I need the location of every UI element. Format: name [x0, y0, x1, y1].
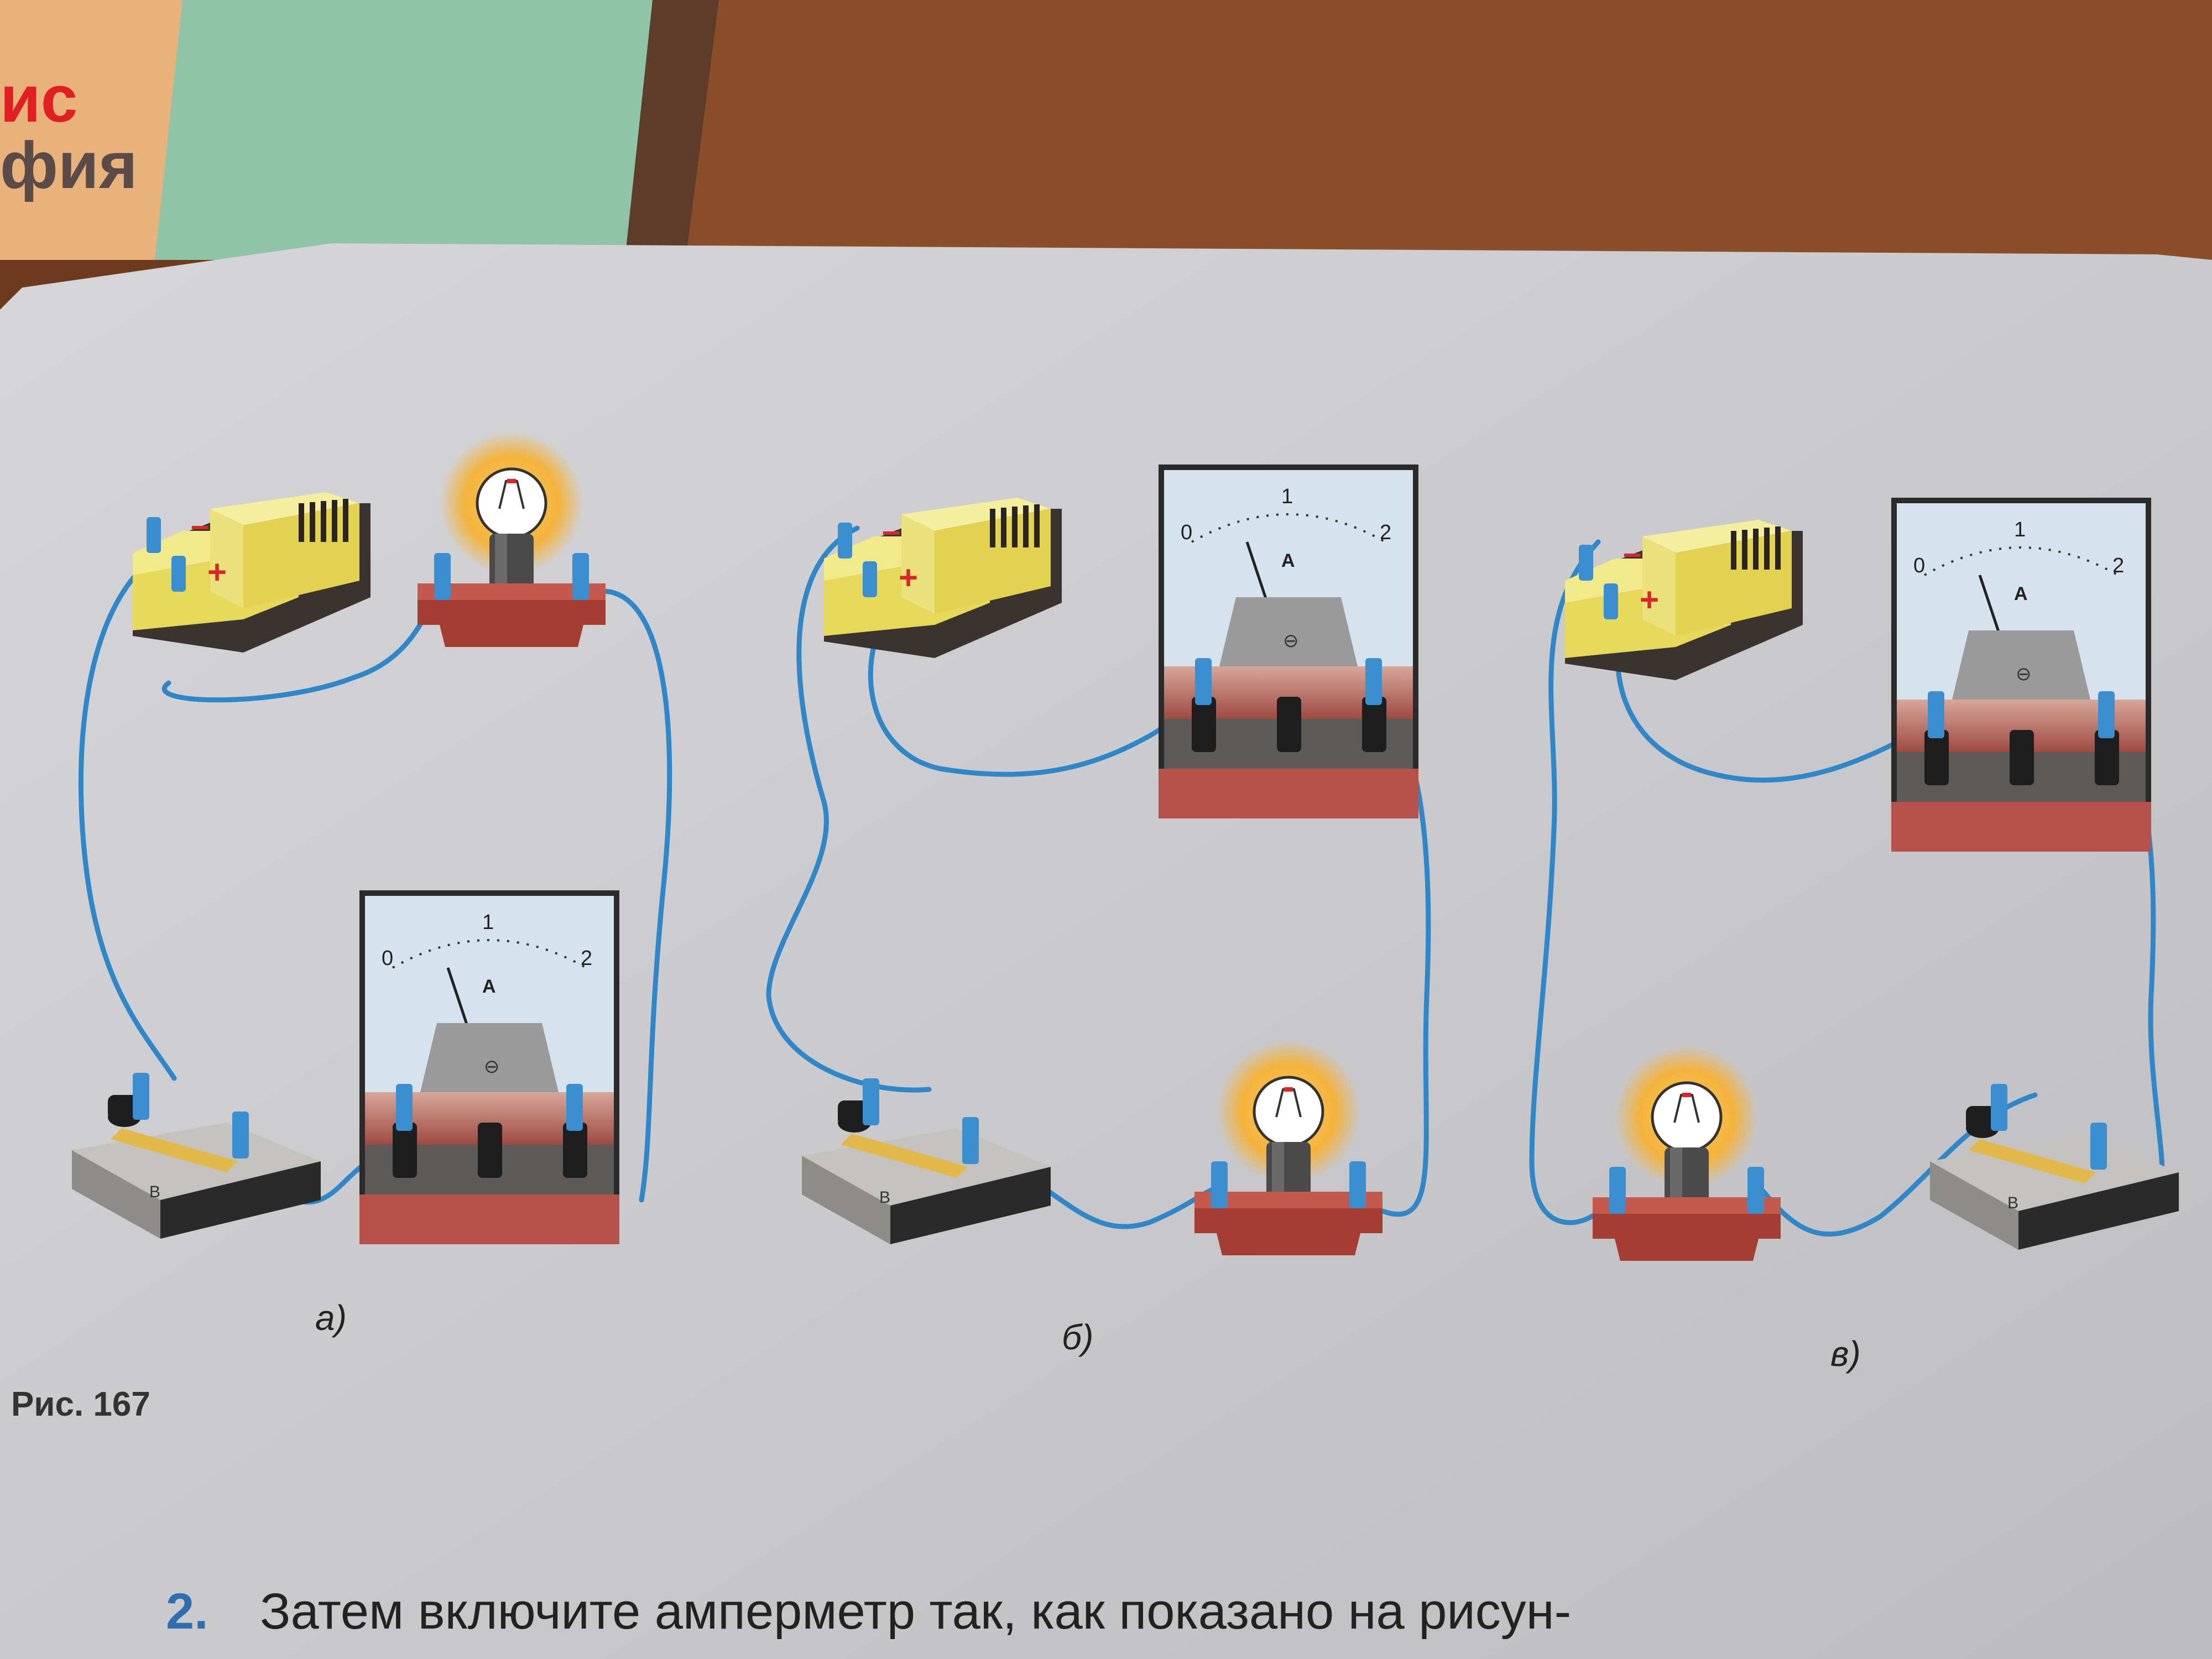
- textbook-page: [0, 243, 2212, 1659]
- panel-label-b: б): [1062, 1317, 1093, 1357]
- ammeter-a: [359, 890, 619, 1244]
- ammeter-c: [1891, 498, 2151, 852]
- wire-a-2: [78, 550, 177, 1081]
- task-text: Затем включите амперметр так, как показа…: [260, 1583, 1571, 1640]
- wire-c-1: [1529, 539, 1612, 1225]
- book-cover-text-1: ис: [0, 62, 78, 136]
- panel-label-a: а): [315, 1298, 347, 1338]
- panel-c: в): [1565, 498, 2179, 1374]
- wire-a-3: [592, 588, 672, 1203]
- ammeter-b: [1159, 465, 1418, 818]
- figure-caption: Рис. 167: [11, 1385, 150, 1423]
- panel-label-c: в): [1830, 1334, 1861, 1374]
- panel-a: а): [72, 431, 619, 1338]
- wire-b-1: [766, 525, 932, 1093]
- panel-b: б): [802, 465, 1418, 1357]
- task-number: 2.: [166, 1583, 208, 1640]
- book-cover-text-2: фия: [0, 128, 138, 202]
